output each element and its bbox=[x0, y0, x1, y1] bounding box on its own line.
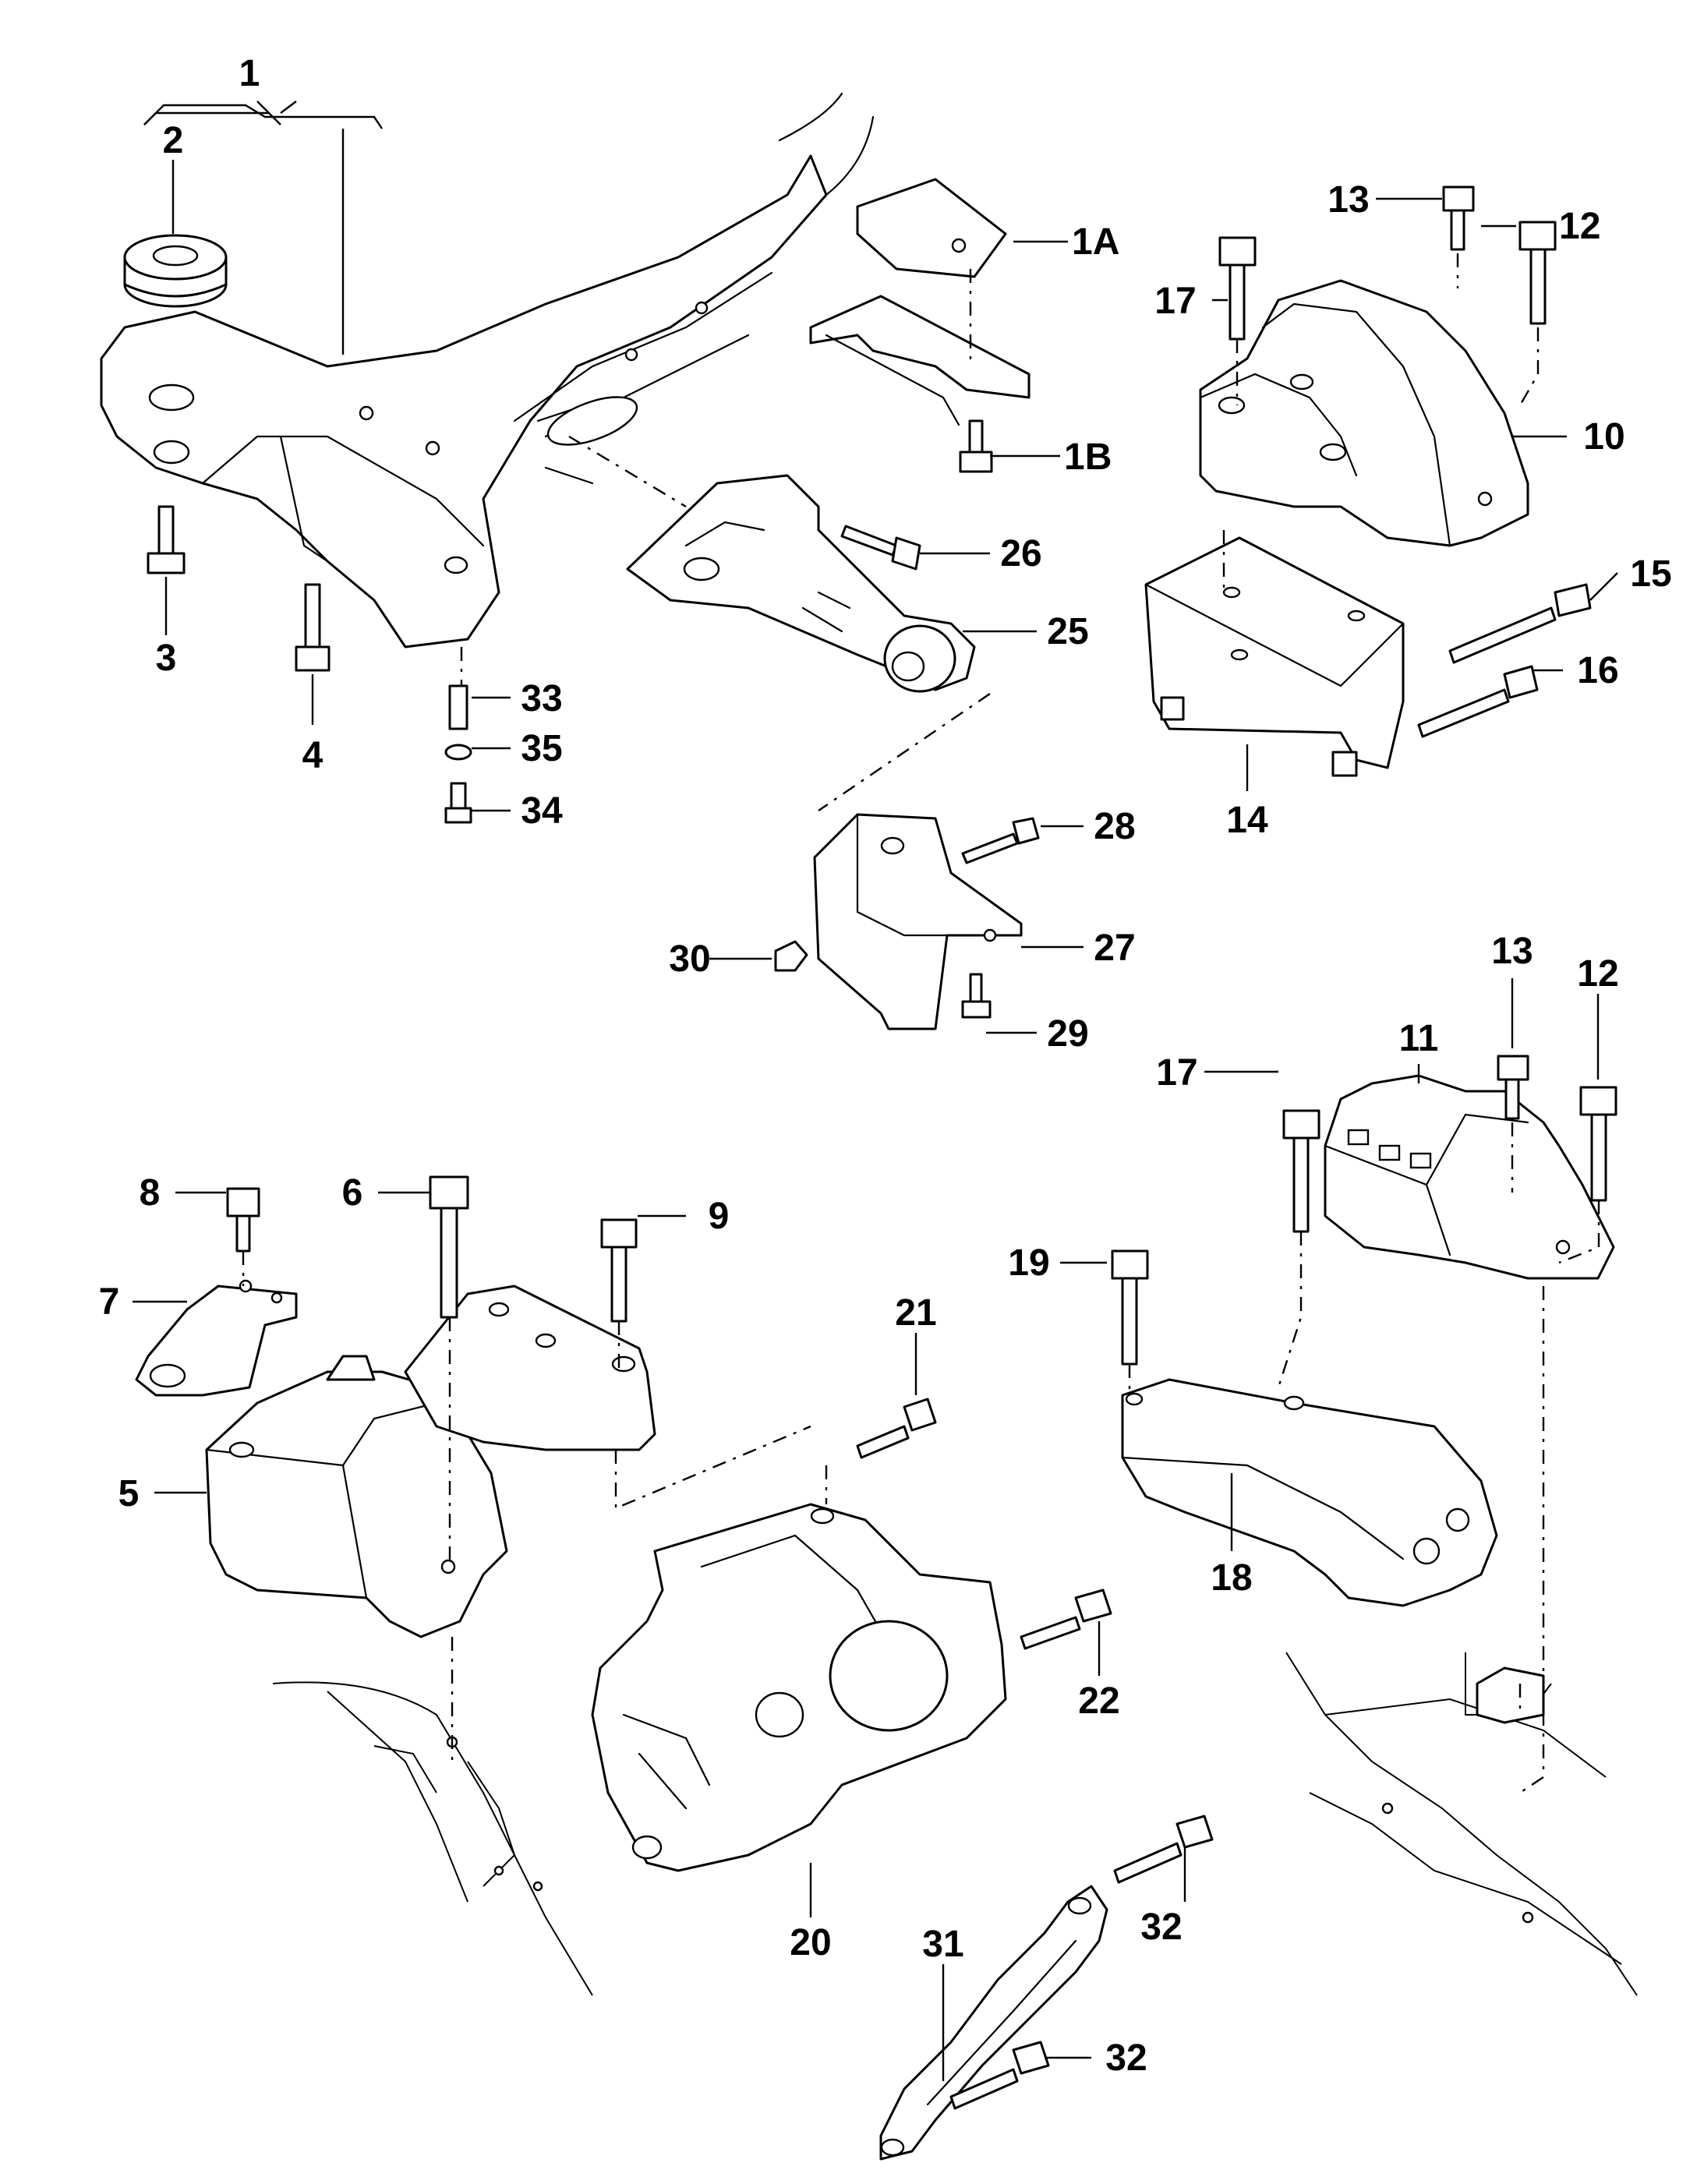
callout-14: 14 bbox=[1226, 800, 1268, 841]
sleeve bbox=[444, 684, 472, 824]
bolt bbox=[1442, 186, 1475, 251]
bolt bbox=[147, 505, 186, 574]
callout-6: 6 bbox=[342, 1172, 363, 1214]
callout-7: 7 bbox=[99, 1281, 120, 1323]
bolt bbox=[1113, 1815, 1214, 1884]
callout-22: 22 bbox=[1078, 1680, 1119, 1722]
bolt bbox=[856, 1398, 937, 1459]
callout-11: 11 bbox=[1399, 1018, 1439, 1059]
callout-1b: 1B bbox=[1064, 436, 1112, 478]
callout-9: 9 bbox=[709, 1196, 730, 1237]
callout-labels: 1 1A 1B 2 3 4 5 6 7 8 9 10 11 12 12 13 1… bbox=[99, 53, 1672, 2079]
callout-32-upper: 32 bbox=[1140, 1907, 1182, 1948]
bolt bbox=[1111, 1249, 1149, 1366]
callout-13-lower: 13 bbox=[1491, 931, 1533, 972]
callout-25: 25 bbox=[1047, 611, 1088, 652]
callout-17-upper: 17 bbox=[1154, 281, 1196, 322]
assembly-lines bbox=[242, 253, 1600, 1793]
callout-20: 20 bbox=[790, 1922, 831, 1963]
subframe bbox=[100, 92, 875, 648]
callout-2: 2 bbox=[163, 120, 184, 161]
bolt bbox=[1417, 665, 1539, 738]
torque-rod-bracket bbox=[813, 813, 1023, 1030]
engine-mount bbox=[1199, 279, 1529, 547]
callout-21: 21 bbox=[895, 1292, 936, 1334]
callout-17-lower: 17 bbox=[1156, 1052, 1197, 1094]
leader-lines bbox=[133, 101, 1618, 2081]
vehicle-body-right bbox=[1285, 1652, 1638, 1996]
callout-26: 26 bbox=[1000, 533, 1041, 574]
bolt bbox=[840, 525, 921, 571]
bolt bbox=[1518, 221, 1557, 325]
nut bbox=[774, 940, 808, 972]
bolt bbox=[1448, 583, 1592, 664]
torque-rod bbox=[626, 474, 976, 693]
callout-30: 30 bbox=[669, 938, 710, 980]
small-bracket bbox=[135, 1279, 298, 1397]
bolt bbox=[959, 419, 993, 473]
callout-29: 29 bbox=[1047, 1013, 1088, 1055]
bolt bbox=[295, 583, 331, 672]
bolt bbox=[1579, 1086, 1617, 1202]
callout-10: 10 bbox=[1583, 416, 1624, 458]
callout-12-lower: 12 bbox=[1577, 953, 1618, 995]
callout-18: 18 bbox=[1211, 1557, 1252, 1599]
callout-28: 28 bbox=[1094, 806, 1135, 847]
callout-34: 34 bbox=[521, 790, 563, 832]
callout-16: 16 bbox=[1577, 650, 1618, 691]
callout-13-upper: 13 bbox=[1327, 179, 1369, 221]
callout-3: 3 bbox=[156, 638, 177, 679]
callout-31: 31 bbox=[922, 1924, 963, 1965]
bolt bbox=[961, 817, 1040, 864]
bolt bbox=[961, 973, 992, 1019]
mount-bracket bbox=[404, 1285, 656, 1451]
bolt bbox=[226, 1187, 260, 1253]
mount-bracket bbox=[1144, 536, 1405, 777]
callout-19: 19 bbox=[1008, 1242, 1049, 1284]
bolt bbox=[949, 2041, 1050, 2110]
bolt bbox=[1020, 1589, 1112, 1650]
support-link bbox=[879, 1885, 1108, 2161]
callout-27: 27 bbox=[1094, 928, 1135, 969]
callout-35: 35 bbox=[521, 728, 562, 769]
bolt bbox=[429, 1175, 469, 1319]
bolt bbox=[600, 1218, 638, 1323]
bracket bbox=[809, 295, 1031, 426]
callout-4: 4 bbox=[302, 735, 323, 776]
callout-5: 5 bbox=[118, 1473, 140, 1514]
bolt bbox=[1497, 1055, 1529, 1120]
rubber-bush bbox=[123, 234, 228, 308]
callout-33: 33 bbox=[521, 678, 562, 719]
callout-15: 15 bbox=[1630, 553, 1671, 595]
bolt bbox=[1282, 1109, 1320, 1233]
gearbox-mount bbox=[1324, 1074, 1615, 1280]
callout-12-upper: 12 bbox=[1559, 206, 1600, 247]
callout-1: 1 bbox=[239, 53, 260, 94]
bolt bbox=[1218, 236, 1257, 341]
callout-32-lower: 32 bbox=[1105, 2037, 1147, 2079]
plate bbox=[856, 178, 1007, 278]
gearbox-mount-bracket bbox=[591, 1503, 1007, 1872]
engine-mount bbox=[205, 1355, 508, 1638]
gearbox-bracket bbox=[1121, 1378, 1498, 1607]
callout-1a: 1A bbox=[1072, 221, 1119, 263]
vehicle-body-left bbox=[272, 1681, 593, 1996]
callout-8: 8 bbox=[140, 1172, 161, 1214]
